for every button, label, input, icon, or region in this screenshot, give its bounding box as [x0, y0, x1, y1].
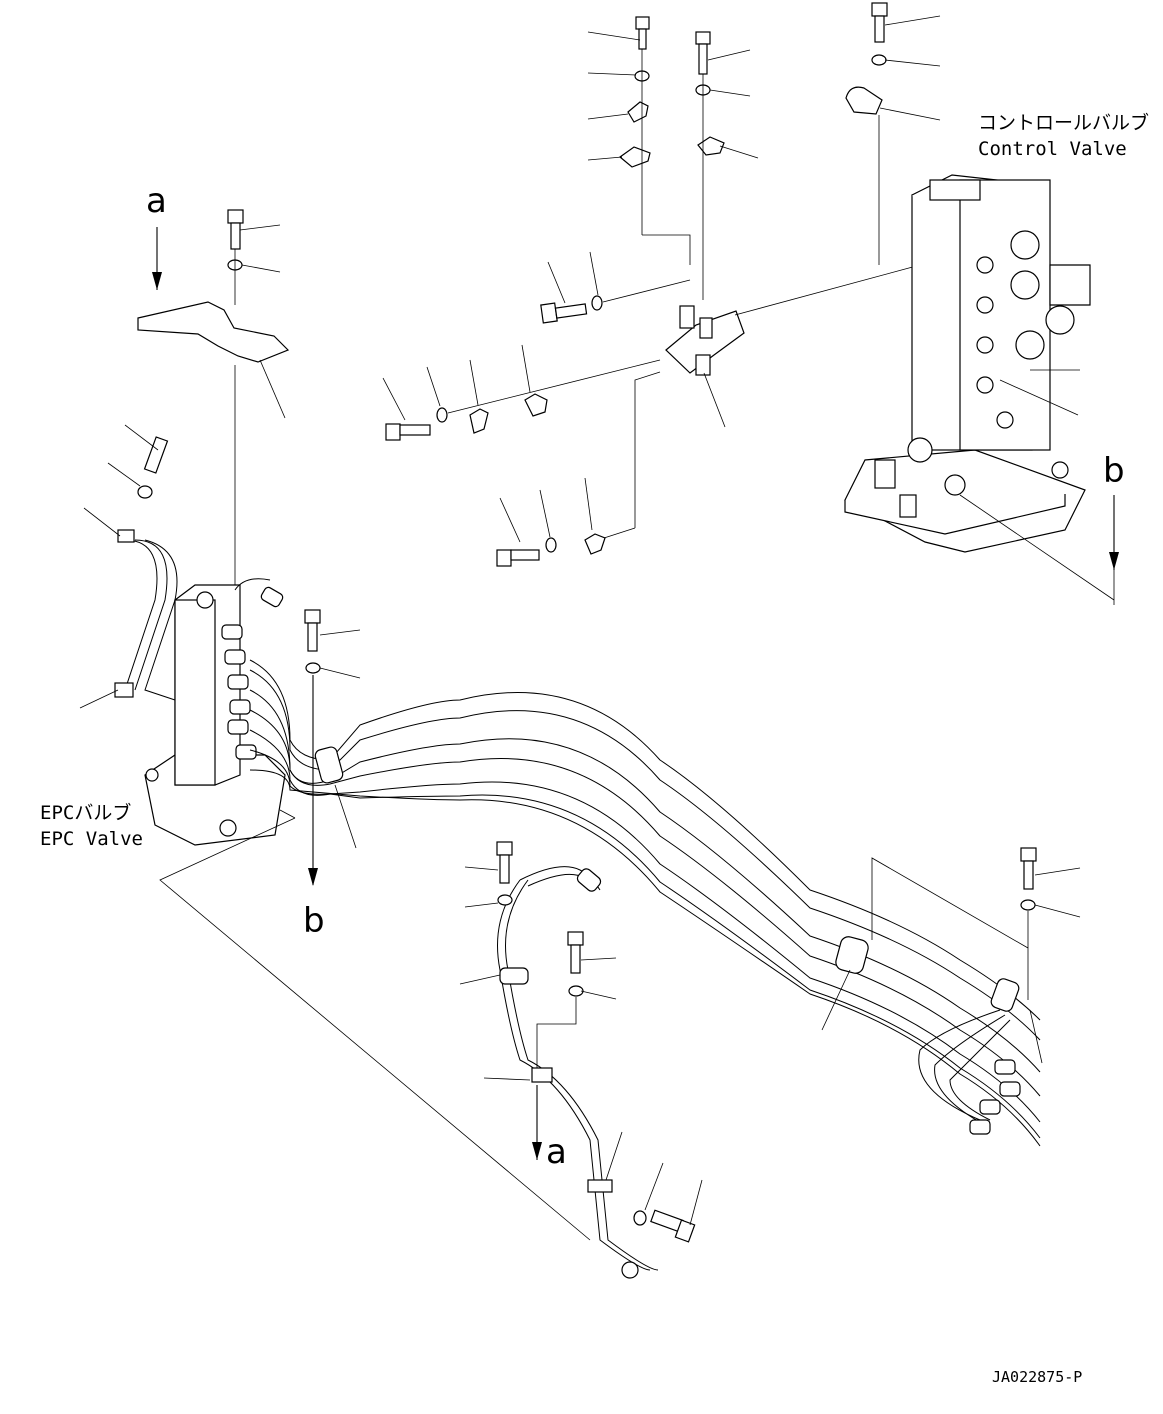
marker-a-top: a	[146, 181, 167, 290]
control-valve-label: コントロールバルブ Control Valve	[978, 111, 1149, 160]
control-valve	[844, 174, 1091, 553]
epc-bolt-stack	[304, 609, 361, 886]
marker-a-bottom-label: a	[546, 1132, 567, 1172]
main-hose-bundle	[249, 659, 1043, 1147]
lower-center-bolts	[459, 841, 703, 1243]
control-valve-jp-label: コントロールバルブ	[978, 111, 1149, 134]
epc-valve-jp-label: EPCバルブ	[40, 801, 131, 824]
center-left-bolt	[540, 251, 691, 324]
epc-ports	[221, 624, 257, 760]
marker-b-left: b	[303, 901, 325, 941]
marker-b-right: b	[959, 451, 1125, 605]
top-right-bolt-stack	[845, 2, 888, 265]
lower-center-tube	[497, 866, 659, 1279]
epc-valve	[144, 578, 286, 846]
right-lower-bolt-stack	[871, 847, 1081, 1000]
leader-lines-top	[587, 15, 941, 161]
center-clamp-row	[382, 344, 726, 441]
drawing-number-label: JA022875-P	[992, 1368, 1082, 1386]
center-bracket	[665, 264, 921, 376]
top-left-clamp-stack	[619, 16, 691, 265]
link-lines	[159, 809, 591, 1241]
epc-valve-en-label: EPC Valve	[40, 828, 143, 850]
marker-a-bottom: a	[532, 1085, 567, 1172]
right-hose-ends	[918, 1009, 1021, 1135]
drawing-number: JA022875-P	[992, 1368, 1082, 1386]
epc-left-tube	[79, 424, 178, 709]
left-bracket	[137, 209, 290, 590]
lower-center-clamp-row	[496, 371, 661, 567]
epc-valve-label: EPCバルブ EPC Valve	[40, 801, 143, 850]
marker-a-top-label: a	[146, 181, 167, 221]
top-mid-clamp-stack	[695, 31, 725, 300]
control-valve-en-label: Control Valve	[978, 138, 1127, 160]
marker-b-left-label: b	[303, 901, 325, 941]
marker-b-right-label: b	[1103, 451, 1125, 491]
